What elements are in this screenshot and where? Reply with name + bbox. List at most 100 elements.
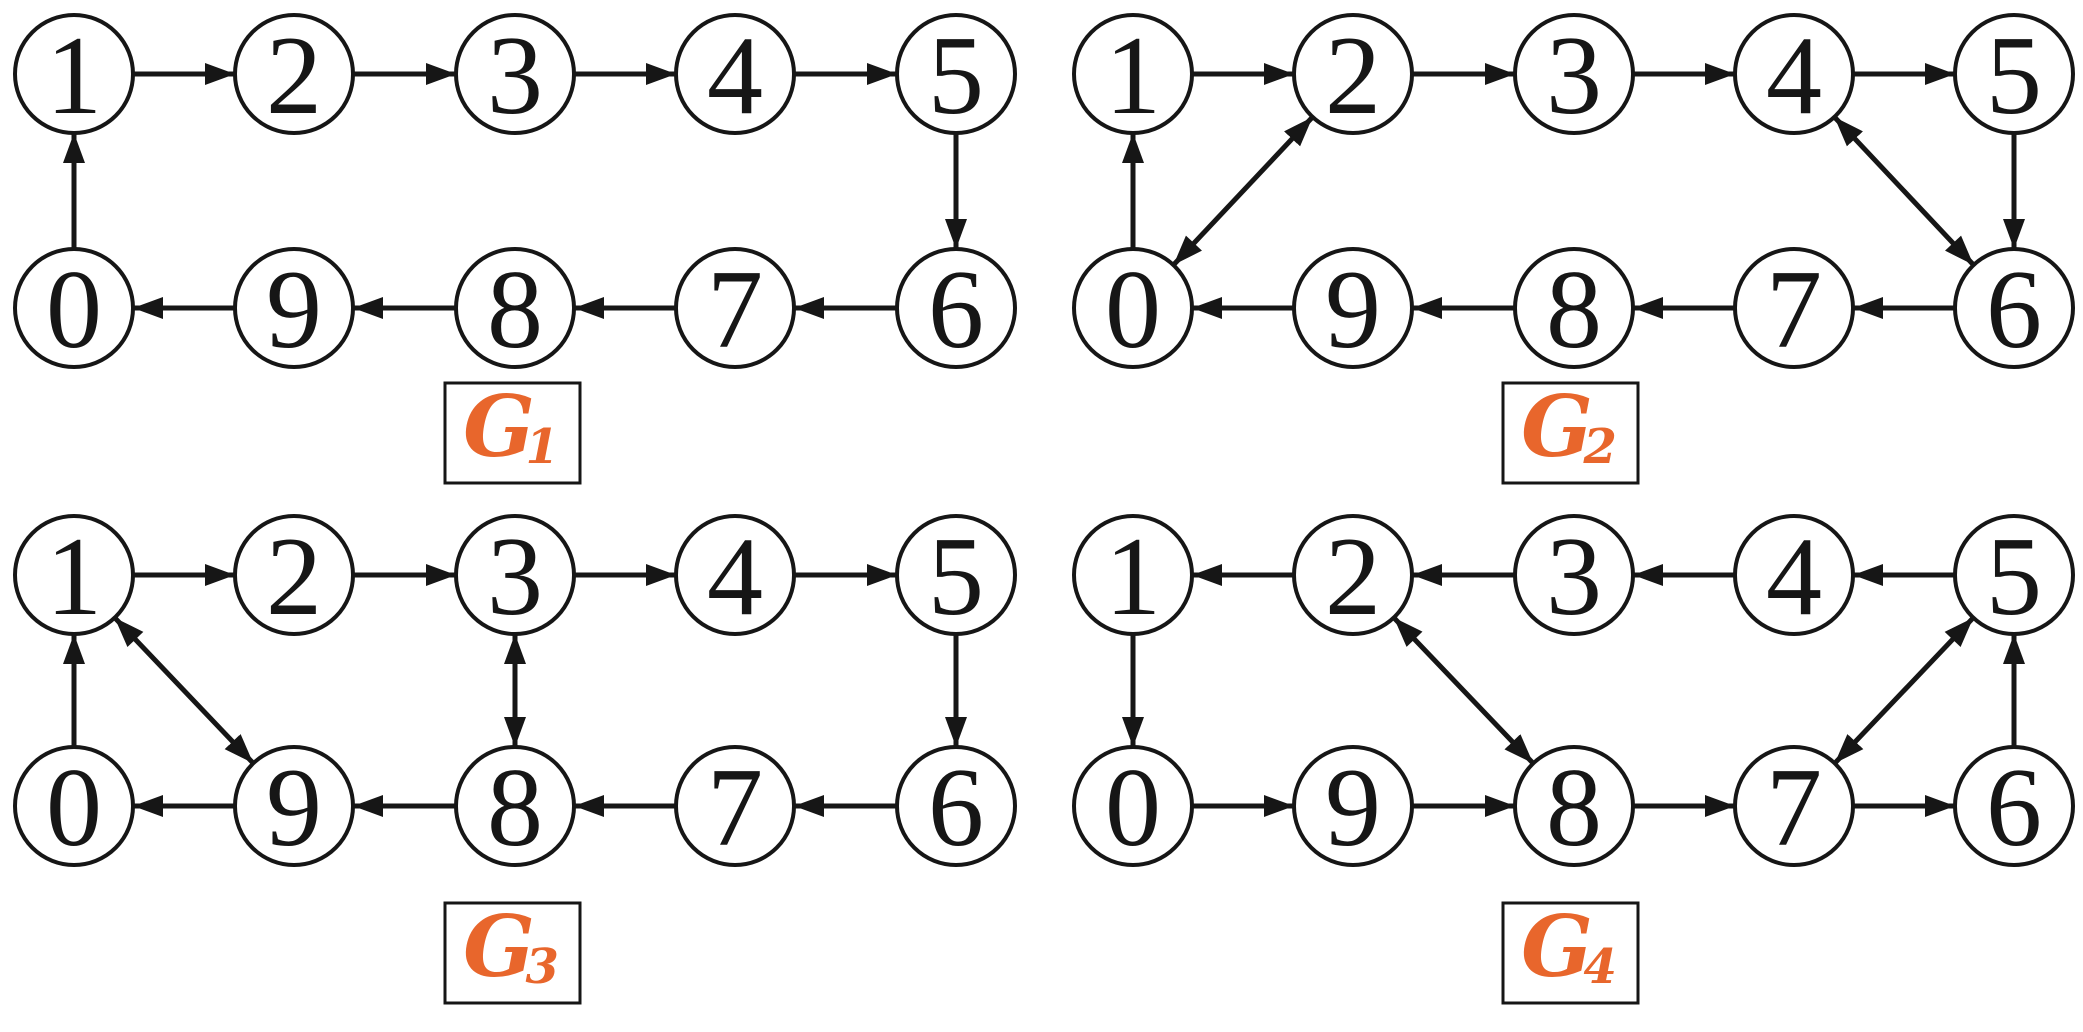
node-circle-g4-5 [1953,514,2075,636]
node-circle-g1-7 [674,247,796,369]
node-circle-g1-6 [895,247,1017,369]
node-circle-g1-2 [233,13,355,135]
node-label-g4-0: 0 [1105,746,1161,870]
node-circle-g3-7 [674,745,796,867]
node-label-g2-7: 7 [1766,248,1822,372]
node-circle-g3-5 [895,514,1017,636]
node-circle-g2-6 [1953,247,2075,369]
node-label-g4-8: 8 [1546,746,1602,870]
node-label-g3-4: 4 [707,515,763,639]
node-label-g1-8: 8 [487,248,543,372]
node-circle-g2-1 [1072,13,1194,135]
node-circle-g3-8 [454,745,576,867]
node-label-g1-9: 9 [266,248,322,372]
label-sub-g3: 3 [525,939,558,995]
label-sub-g4: 4 [1583,939,1616,995]
node-circle-g4-1 [1072,514,1194,636]
node-circle-g3-0 [13,745,135,867]
node-circle-g3-3 [454,514,576,636]
label-box-g4 [1501,901,1640,1005]
node-label-g4-5: 5 [1986,515,2042,639]
node-label-g3-2: 2 [266,515,322,639]
node-circle-g1-8 [454,247,576,369]
node-label-g1-3: 3 [487,14,543,138]
label-box-g3 [443,901,582,1005]
label-sub-g2: 2 [1582,419,1616,475]
node-label-g4-6: 6 [1986,746,2042,870]
node-label-g3-5: 5 [928,515,984,639]
node-label-g2-5: 5 [1986,14,2042,138]
node-label-g4-2: 2 [1325,515,1381,639]
node-circle-g4-6 [1953,745,2075,867]
node-circle-g2-8 [1513,247,1635,369]
node-label-g3-6: 6 [928,746,984,870]
node-label-g2-0: 0 [1105,248,1161,372]
node-label-g1-2: 2 [266,14,322,138]
node-label-g1-1: 1 [46,14,102,138]
node-circle-g3-6 [895,745,1017,867]
node-label-g1-0: 0 [46,248,102,372]
node-circle-g4-9 [1292,745,1414,867]
label-script-g1: G [463,377,535,476]
node-circle-g1-4 [674,13,796,135]
node-circle-g2-0 [1072,247,1194,369]
node-label-g3-9: 9 [266,746,322,870]
node-label-g4-9: 9 [1325,746,1381,870]
node-label-g4-4: 4 [1766,515,1822,639]
node-circle-g4-4 [1733,514,1855,636]
node-circle-g4-0 [1072,745,1194,867]
node-circle-g1-5 [895,13,1017,135]
node-circle-g1-9 [233,247,355,369]
node-label-g2-1: 1 [1105,14,1161,138]
node-label-g2-3: 3 [1546,14,1602,138]
node-label-g3-1: 1 [46,515,102,639]
node-label-g2-2: 2 [1325,14,1381,138]
edge-g3-1-bi-9 [112,615,256,766]
node-circle-g2-9 [1292,247,1414,369]
node-label-g1-4: 4 [707,14,763,138]
node-circle-g4-2 [1292,514,1414,636]
node-label-g2-4: 4 [1766,14,1822,138]
node-circle-g2-3 [1513,13,1635,135]
node-circle-g4-3 [1513,514,1635,636]
node-circle-g1-0 [13,247,135,369]
label-sub-g1: 1 [525,419,558,475]
node-circle-g1-1 [13,13,135,135]
node-label-g1-6: 6 [928,248,984,372]
edge-g4-2-bi-8 [1391,615,1536,766]
node-circle-g3-1 [13,514,135,636]
node-circle-g4-8 [1513,745,1635,867]
edge-g2-0-bi-2 [1171,115,1315,267]
label-box-g1 [443,381,582,485]
node-label-g2-9: 9 [1325,248,1381,372]
node-label-g1-7: 7 [707,248,763,372]
node-label-g4-1: 1 [1105,515,1161,639]
node-label-g3-8: 8 [487,746,543,870]
node-label-g3-0: 0 [46,746,102,870]
node-circle-g2-4 [1733,13,1855,135]
node-circle-g2-5 [1953,13,2075,135]
node-circle-g1-3 [454,13,576,135]
node-label-g4-3: 3 [1546,515,1602,639]
node-circle-g4-7 [1733,745,1855,867]
node-label-g4-7: 7 [1766,746,1822,870]
node-label-g3-3: 3 [487,515,543,639]
node-circle-g3-9 [233,745,355,867]
node-label-g2-8: 8 [1546,248,1602,372]
node-circle-g3-4 [674,514,796,636]
label-script-g2: G [1521,377,1593,476]
node-circle-g2-2 [1292,13,1414,135]
edge-g4-5-bi-7 [1832,615,1976,766]
edge-g2-6-bi-4 [1832,115,1976,267]
node-circle-g2-7 [1733,247,1855,369]
label-script-g4: G [1521,897,1593,996]
node-circle-g3-2 [233,514,355,636]
label-script-g3: G [463,897,535,996]
node-label-g3-7: 7 [707,746,763,870]
